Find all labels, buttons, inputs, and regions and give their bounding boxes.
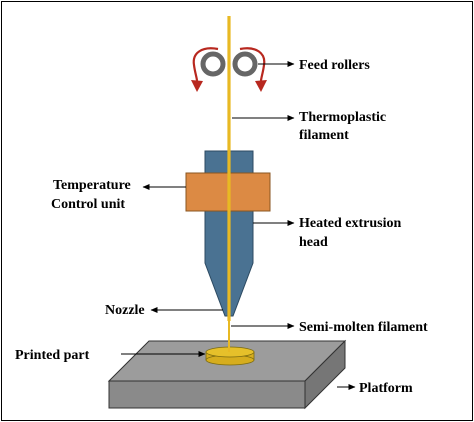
platform-front bbox=[108, 380, 306, 409]
label-printed-part: Printed part bbox=[15, 348, 90, 363]
right-roller bbox=[232, 51, 258, 77]
label-head: head bbox=[299, 235, 328, 250]
leader-arrows bbox=[121, 61, 356, 390]
label-control-unit: Control unit bbox=[51, 197, 125, 212]
label-thermoplastic: Thermoplastic bbox=[299, 110, 386, 125]
left-arrowhead-icon bbox=[191, 80, 203, 92]
label-feed-rollers: Feed rollers bbox=[299, 58, 370, 73]
label-semi-molten: Semi-molten filament bbox=[299, 320, 428, 335]
label-nozzle: Nozzle bbox=[105, 303, 145, 318]
right-arrowhead-icon bbox=[255, 80, 267, 92]
labels: Feed rollers Thermoplastic filament Temp… bbox=[15, 58, 428, 396]
right-rotation-arrow-icon bbox=[239, 47, 266, 82]
platform-side bbox=[304, 339, 346, 410]
left-rotation-arrow-icon bbox=[192, 47, 219, 82]
feed-rollers bbox=[191, 47, 267, 92]
label-heated-extrusion: Heated extrusion bbox=[299, 216, 401, 231]
printed-part bbox=[205, 346, 255, 366]
label-platform: Platform bbox=[359, 381, 413, 396]
label-filament: filament bbox=[299, 128, 349, 143]
left-roller bbox=[200, 51, 226, 77]
label-temperature: Temperature bbox=[53, 178, 131, 193]
